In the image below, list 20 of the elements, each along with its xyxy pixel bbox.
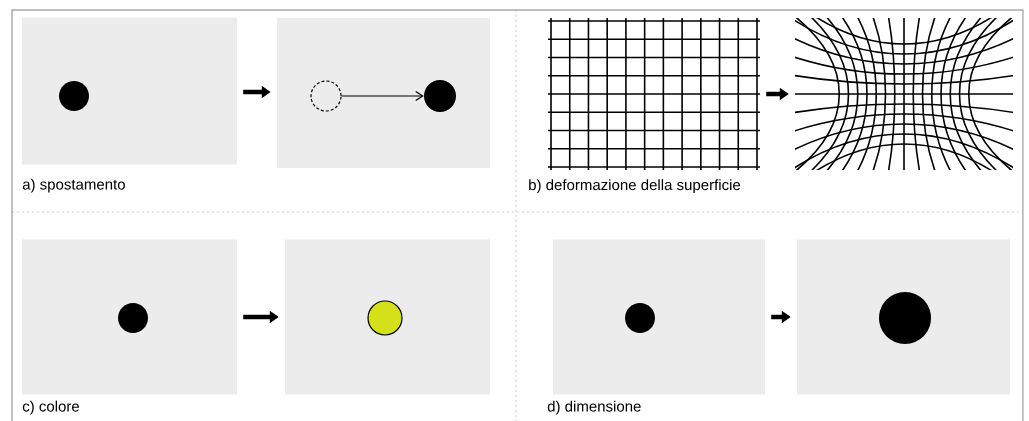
panel-background [22, 17, 237, 165]
dot [879, 292, 931, 344]
panel-caption: a) spostamento [22, 178, 125, 193]
panel-background [277, 18, 490, 168]
dot [118, 303, 148, 333]
dot [59, 81, 89, 111]
dot [625, 303, 655, 333]
panel-background [22, 239, 237, 395]
dot [367, 300, 403, 336]
panel-caption: c) colore [22, 400, 80, 415]
grid-drawing [547, 17, 761, 171]
panel-background [553, 239, 765, 395]
arrow [341, 90, 424, 102]
grid-drawing [795, 18, 1013, 170]
dot [310, 80, 342, 112]
dot [424, 80, 456, 112]
panel-caption: b) deformazione della superficie [529, 179, 741, 194]
panel-caption: d) dimensione [547, 400, 641, 415]
panel-background [285, 239, 490, 395]
panel-background [797, 239, 1010, 395]
